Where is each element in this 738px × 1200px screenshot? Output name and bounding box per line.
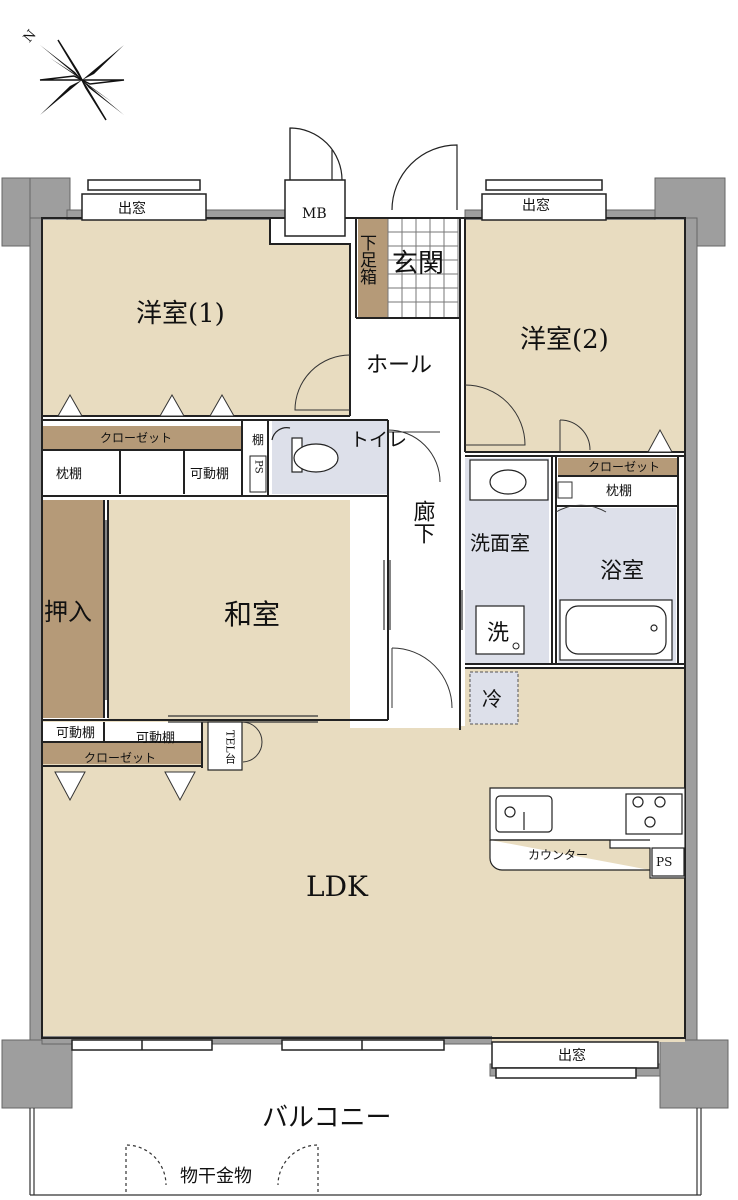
door-swings: [242, 354, 607, 763]
movable-shelf-label-2: 可動棚: [56, 726, 95, 741]
svg-text:PS: PS: [656, 855, 672, 869]
closets: [42, 426, 678, 764]
compass-north-label: N: [21, 27, 40, 45]
bathtub-icon: [559, 599, 673, 661]
sink-icon: [469, 459, 549, 501]
oshiire-storage: [42, 500, 104, 718]
ldk-label: LDK: [306, 870, 369, 903]
bath-label: 浴室: [600, 559, 644, 584]
pillow-shelf-label-1: 枕棚: [56, 467, 82, 482]
tel-stand: TEL台: [207, 721, 243, 771]
counter-label: カウンター: [528, 848, 588, 862]
toilet-icon: [271, 427, 339, 473]
pillow-shelf-label-2: 枕棚: [606, 484, 632, 499]
japanese-room: [108, 500, 388, 720]
fridge-label: 冷: [482, 687, 502, 711]
western-room-2-label: 洋室(2): [520, 325, 609, 355]
washroom-label: 洗面室: [470, 531, 530, 555]
movable-shelf-label-3: 可動棚: [136, 731, 175, 746]
closet-label-1: クローゼット: [100, 431, 172, 445]
compass-icon: N: [21, 27, 125, 121]
mb-label: MB: [302, 206, 327, 222]
movable-shelf-label-1: 可動棚: [190, 467, 229, 482]
hall-label: ホール: [366, 353, 432, 378]
drying-hardware-label: 物干金物: [180, 1166, 252, 1187]
shoebox-storage: [358, 218, 388, 318]
toilet-shelf-label: 棚: [252, 432, 264, 447]
mb-box: MB: [284, 127, 346, 237]
western-room-2: [465, 220, 685, 452]
entrance-tiles: [387, 217, 459, 319]
closet-label-2: クローゼット: [84, 751, 156, 765]
corridor-label: 廊下: [410, 500, 436, 544]
closet-door-markers: [54, 393, 673, 802]
toilet-label: トイレ: [350, 429, 407, 451]
ps-box-toilet: PS: [249, 455, 267, 493]
hall-corridor: [350, 318, 460, 728]
washer-icon: 洗: [475, 605, 525, 655]
sliding-doors: [105, 520, 463, 723]
svg-text:PS: PS: [253, 460, 264, 474]
south-windows: [71, 1039, 445, 1051]
entrance-label: 玄関: [392, 249, 444, 279]
closet-label-3: クローゼット: [588, 460, 660, 474]
svg-text:TEL台: TEL台: [224, 730, 237, 764]
bay-windows: [81, 179, 659, 1079]
bay-window-label-3: 出窓: [558, 1047, 586, 1064]
bay-window-label-1: 出窓: [118, 200, 146, 217]
western-room-1-label: 洋室(1): [136, 299, 225, 329]
japanese-room-label: 和室: [224, 598, 280, 631]
oshiire-label: 押入: [44, 598, 92, 626]
fridge-icon: 冷: [469, 671, 519, 725]
balcony-label: バルコニー: [262, 1103, 391, 1133]
shoebox-label: 下足箱: [356, 234, 377, 285]
washer-label: 洗: [487, 621, 509, 646]
ps-box-kitchen: PS: [651, 847, 685, 877]
western-room-1: [42, 220, 350, 416]
entrance-door-icon: [391, 144, 458, 211]
kitchen-counter: [489, 787, 686, 879]
bay-window-label-2: 出窓: [522, 197, 550, 214]
balcony: [29, 1108, 702, 1196]
